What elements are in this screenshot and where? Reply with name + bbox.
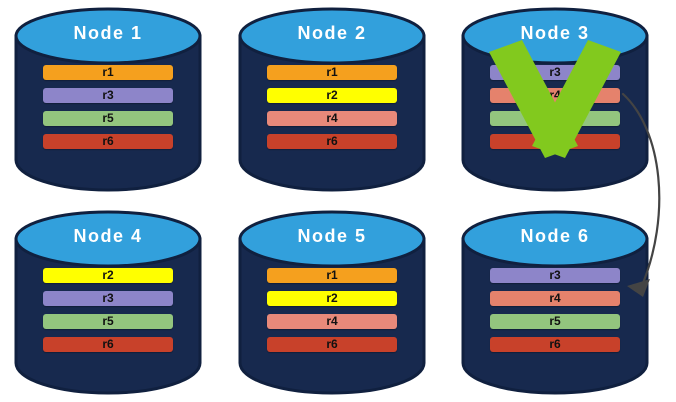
replica-bar[interactable]: r6 [267, 337, 397, 352]
node-card-node-2[interactable]: Node 2 r1 r2 r4 r6 [237, 6, 427, 193]
replica-bar[interactable]: r6 [267, 134, 397, 149]
node-card-node-4[interactable]: Node 4 r2 r3 r5 r6 [13, 209, 203, 396]
node-card-node-5[interactable]: Node 5 r1 r2 r4 r6 [237, 209, 427, 396]
replica-bar[interactable]: r3 [490, 65, 620, 80]
replica-bar[interactable]: r2 [267, 88, 397, 103]
replica-bar[interactable]: r4 [267, 111, 397, 126]
node-card-node-3[interactable]: Node 3 r3 r4 r5 r6 [460, 6, 650, 193]
replica-list: r1 r2 r4 r6 [267, 268, 397, 360]
replica-bar[interactable]: r1 [43, 65, 173, 80]
replica-bar[interactable]: r5 [43, 314, 173, 329]
node-card-node-1[interactable]: Node 1 r1 r3 r5 r6 [13, 6, 203, 193]
node-card-node-6[interactable]: Node 6 r3 r4 r5 r6 [460, 209, 650, 396]
replica-bar[interactable]: r5 [490, 111, 620, 126]
replica-bar[interactable]: r3 [43, 291, 173, 306]
replica-bar[interactable]: r6 [490, 337, 620, 352]
replica-list: r3 r4 r5 r6 [490, 268, 620, 360]
replica-bar[interactable]: r1 [267, 65, 397, 80]
replica-bar[interactable]: r5 [43, 111, 173, 126]
replica-list: r1 r3 r5 r6 [43, 65, 173, 157]
replica-bar[interactable]: r5 [490, 314, 620, 329]
replica-bar[interactable]: r6 [43, 337, 173, 352]
replica-bar[interactable]: r4 [490, 291, 620, 306]
replica-list: r1 r2 r4 r6 [267, 65, 397, 157]
replica-bar[interactable]: r3 [490, 268, 620, 283]
replica-list: r2 r3 r5 r6 [43, 268, 173, 360]
replica-bar[interactable]: r3 [43, 88, 173, 103]
replica-bar[interactable]: r1 [267, 268, 397, 283]
replica-bar[interactable]: r4 [267, 314, 397, 329]
replica-bar[interactable]: r6 [490, 134, 620, 149]
replica-list: r3 r4 r5 r6 [490, 65, 620, 157]
replica-bar[interactable]: r6 [43, 134, 173, 149]
replica-bar[interactable]: r4 [490, 88, 620, 103]
replica-bar[interactable]: r2 [43, 268, 173, 283]
replica-bar[interactable]: r2 [267, 291, 397, 306]
